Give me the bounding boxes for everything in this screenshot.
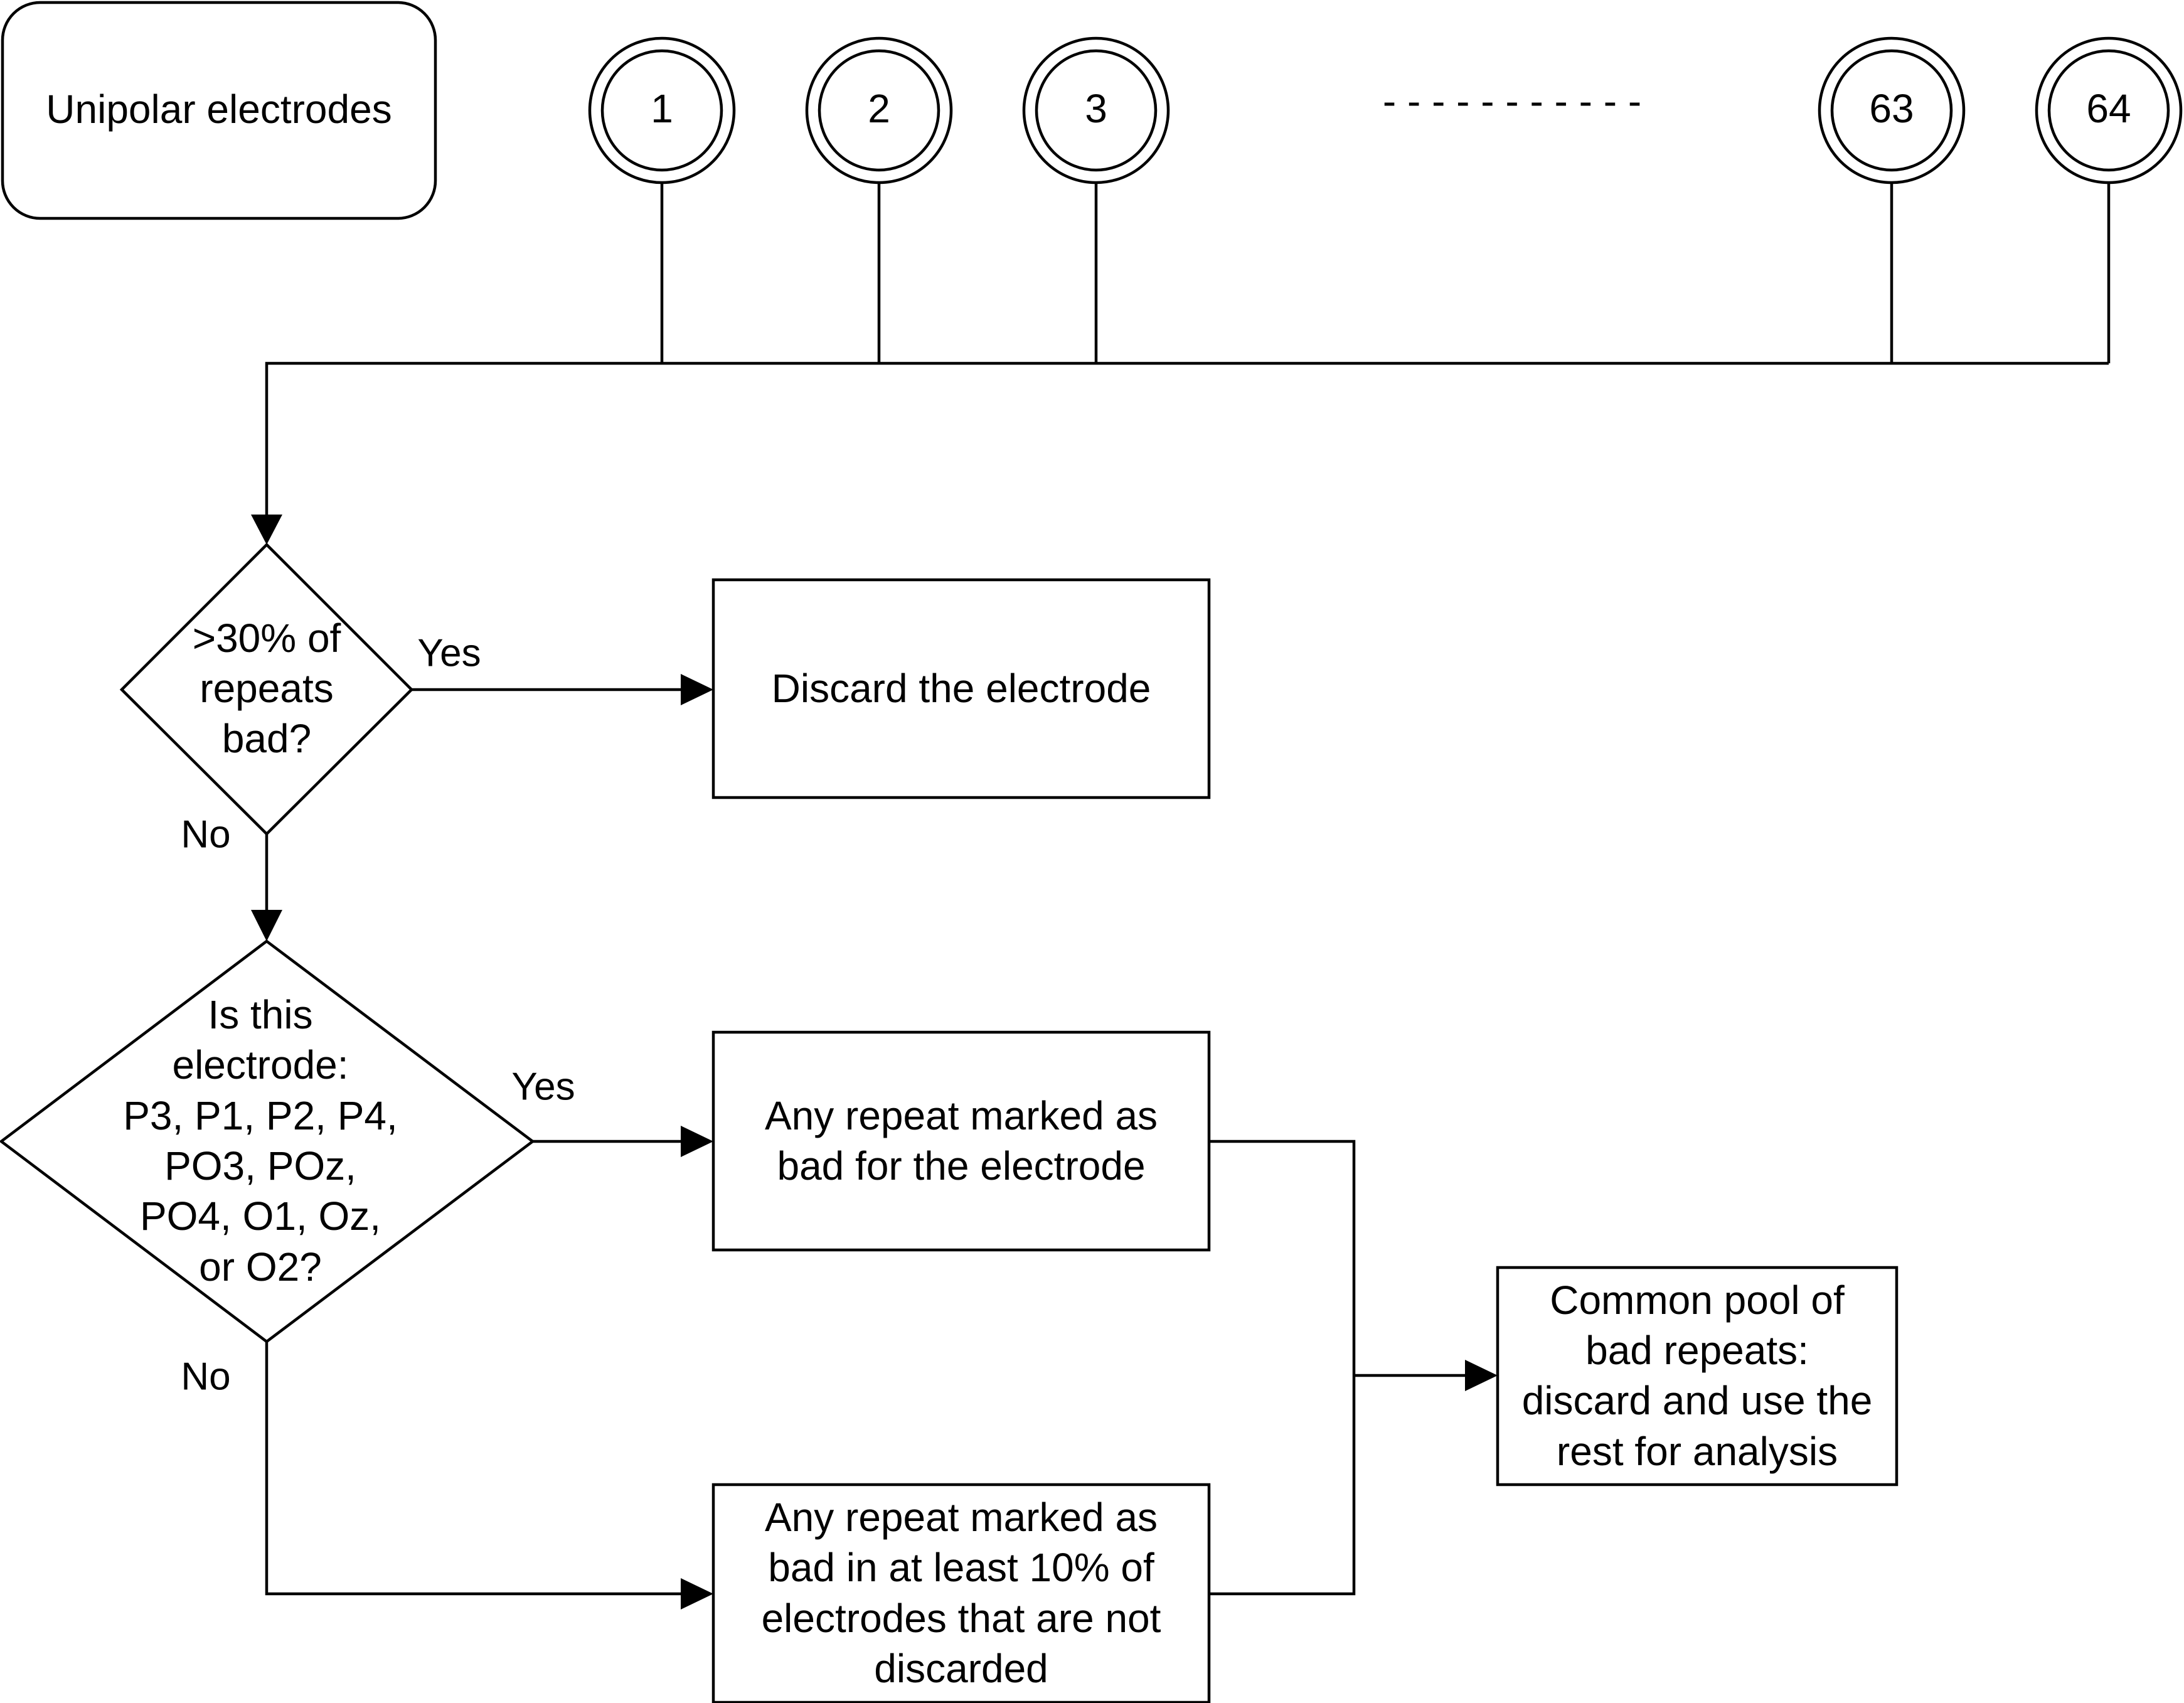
decision1-line-1: >30% of — [193, 616, 341, 661]
decision1-yes-label: Yes — [417, 631, 481, 675]
electrode-63-label: 63 — [1869, 86, 1914, 131]
common-pool-box: Common pool of bad repeats: discard and … — [1496, 1266, 1899, 1487]
unipolar-electrodes-label: Unipolar electrodes — [46, 87, 392, 132]
decision1-no-label: No — [181, 813, 230, 856]
decision-30-percent: >30% of repeats bad? — [119, 542, 414, 836]
decision1-line-3: bad? — [222, 716, 311, 761]
repeat-bad-electrode-box: Any repeat marked as bad for the electro… — [711, 1030, 1211, 1252]
decision2-line-6: or O2? — [199, 1244, 322, 1289]
electrode-2-label: 2 — [868, 86, 890, 131]
electrode-1: 1 — [588, 36, 736, 184]
ten-percent-box: Any repeat marked as bad in at least 10%… — [711, 1483, 1211, 1703]
decision2-line-2: electrode: — [172, 1042, 348, 1087]
repeat-box-line-2: bad for the electrode — [777, 1143, 1145, 1188]
electrode-bus — [251, 183, 2111, 545]
decision2-line-4: PO3, POz, — [164, 1143, 356, 1188]
electrode-3-label: 3 — [1085, 86, 1107, 131]
common-pool-line-4: rest for analysis — [1557, 1429, 1838, 1474]
decision1-line-2: repeats — [200, 666, 333, 711]
decision2-yes-arrow: Yes — [511, 1065, 713, 1157]
electrode-64-label: 64 — [2086, 86, 2131, 131]
discard-electrode-label: Discard the electrode — [772, 666, 1151, 711]
decision2-no-arrow: No — [181, 1342, 713, 1610]
decision2-yes-label: Yes — [511, 1065, 575, 1108]
common-pool-line-3: discard and use the — [1522, 1378, 1873, 1423]
decision2-line-1: Is this — [208, 992, 312, 1037]
discard-electrode-box: Discard the electrode — [711, 578, 1211, 799]
decision2-no-label: No — [181, 1355, 230, 1398]
electrode-2: 2 — [805, 36, 953, 184]
merge-connector — [1209, 1140, 1498, 1596]
ten-percent-line-4: discarded — [874, 1646, 1048, 1691]
ten-percent-line-3: electrodes that are not — [762, 1596, 1161, 1641]
decision-parietal-electrode: Is this electrode: P3, P1, P2, P4, PO3, … — [0, 939, 535, 1343]
repeat-box-line-1: Any repeat marked as — [765, 1093, 1158, 1138]
decision2-line-3: P3, P1, P2, P4, — [123, 1093, 398, 1138]
common-pool-line-1: Common pool of — [1550, 1278, 1845, 1323]
unipolar-electrodes-box: Unipolar electrodes — [1, 1, 437, 220]
electrode-1-label: 1 — [651, 86, 673, 131]
electrode-3: 3 — [1022, 36, 1170, 184]
ten-percent-line-1: Any repeat marked as — [765, 1495, 1158, 1540]
electrode-ellipsis: - - - - - - - - - - - — [1383, 78, 1641, 124]
common-pool-line-2: bad repeats: — [1585, 1328, 1809, 1373]
decision1-yes-arrow: Yes — [412, 631, 713, 705]
decision2-line-5: PO4, O1, Oz, — [140, 1193, 381, 1239]
electrode-64: 64 — [2035, 36, 2183, 184]
electrode-63: 63 — [1818, 36, 1966, 184]
ten-percent-line-2: bad in at least 10% of — [768, 1545, 1154, 1590]
decision1-no-arrow: No — [181, 813, 282, 941]
